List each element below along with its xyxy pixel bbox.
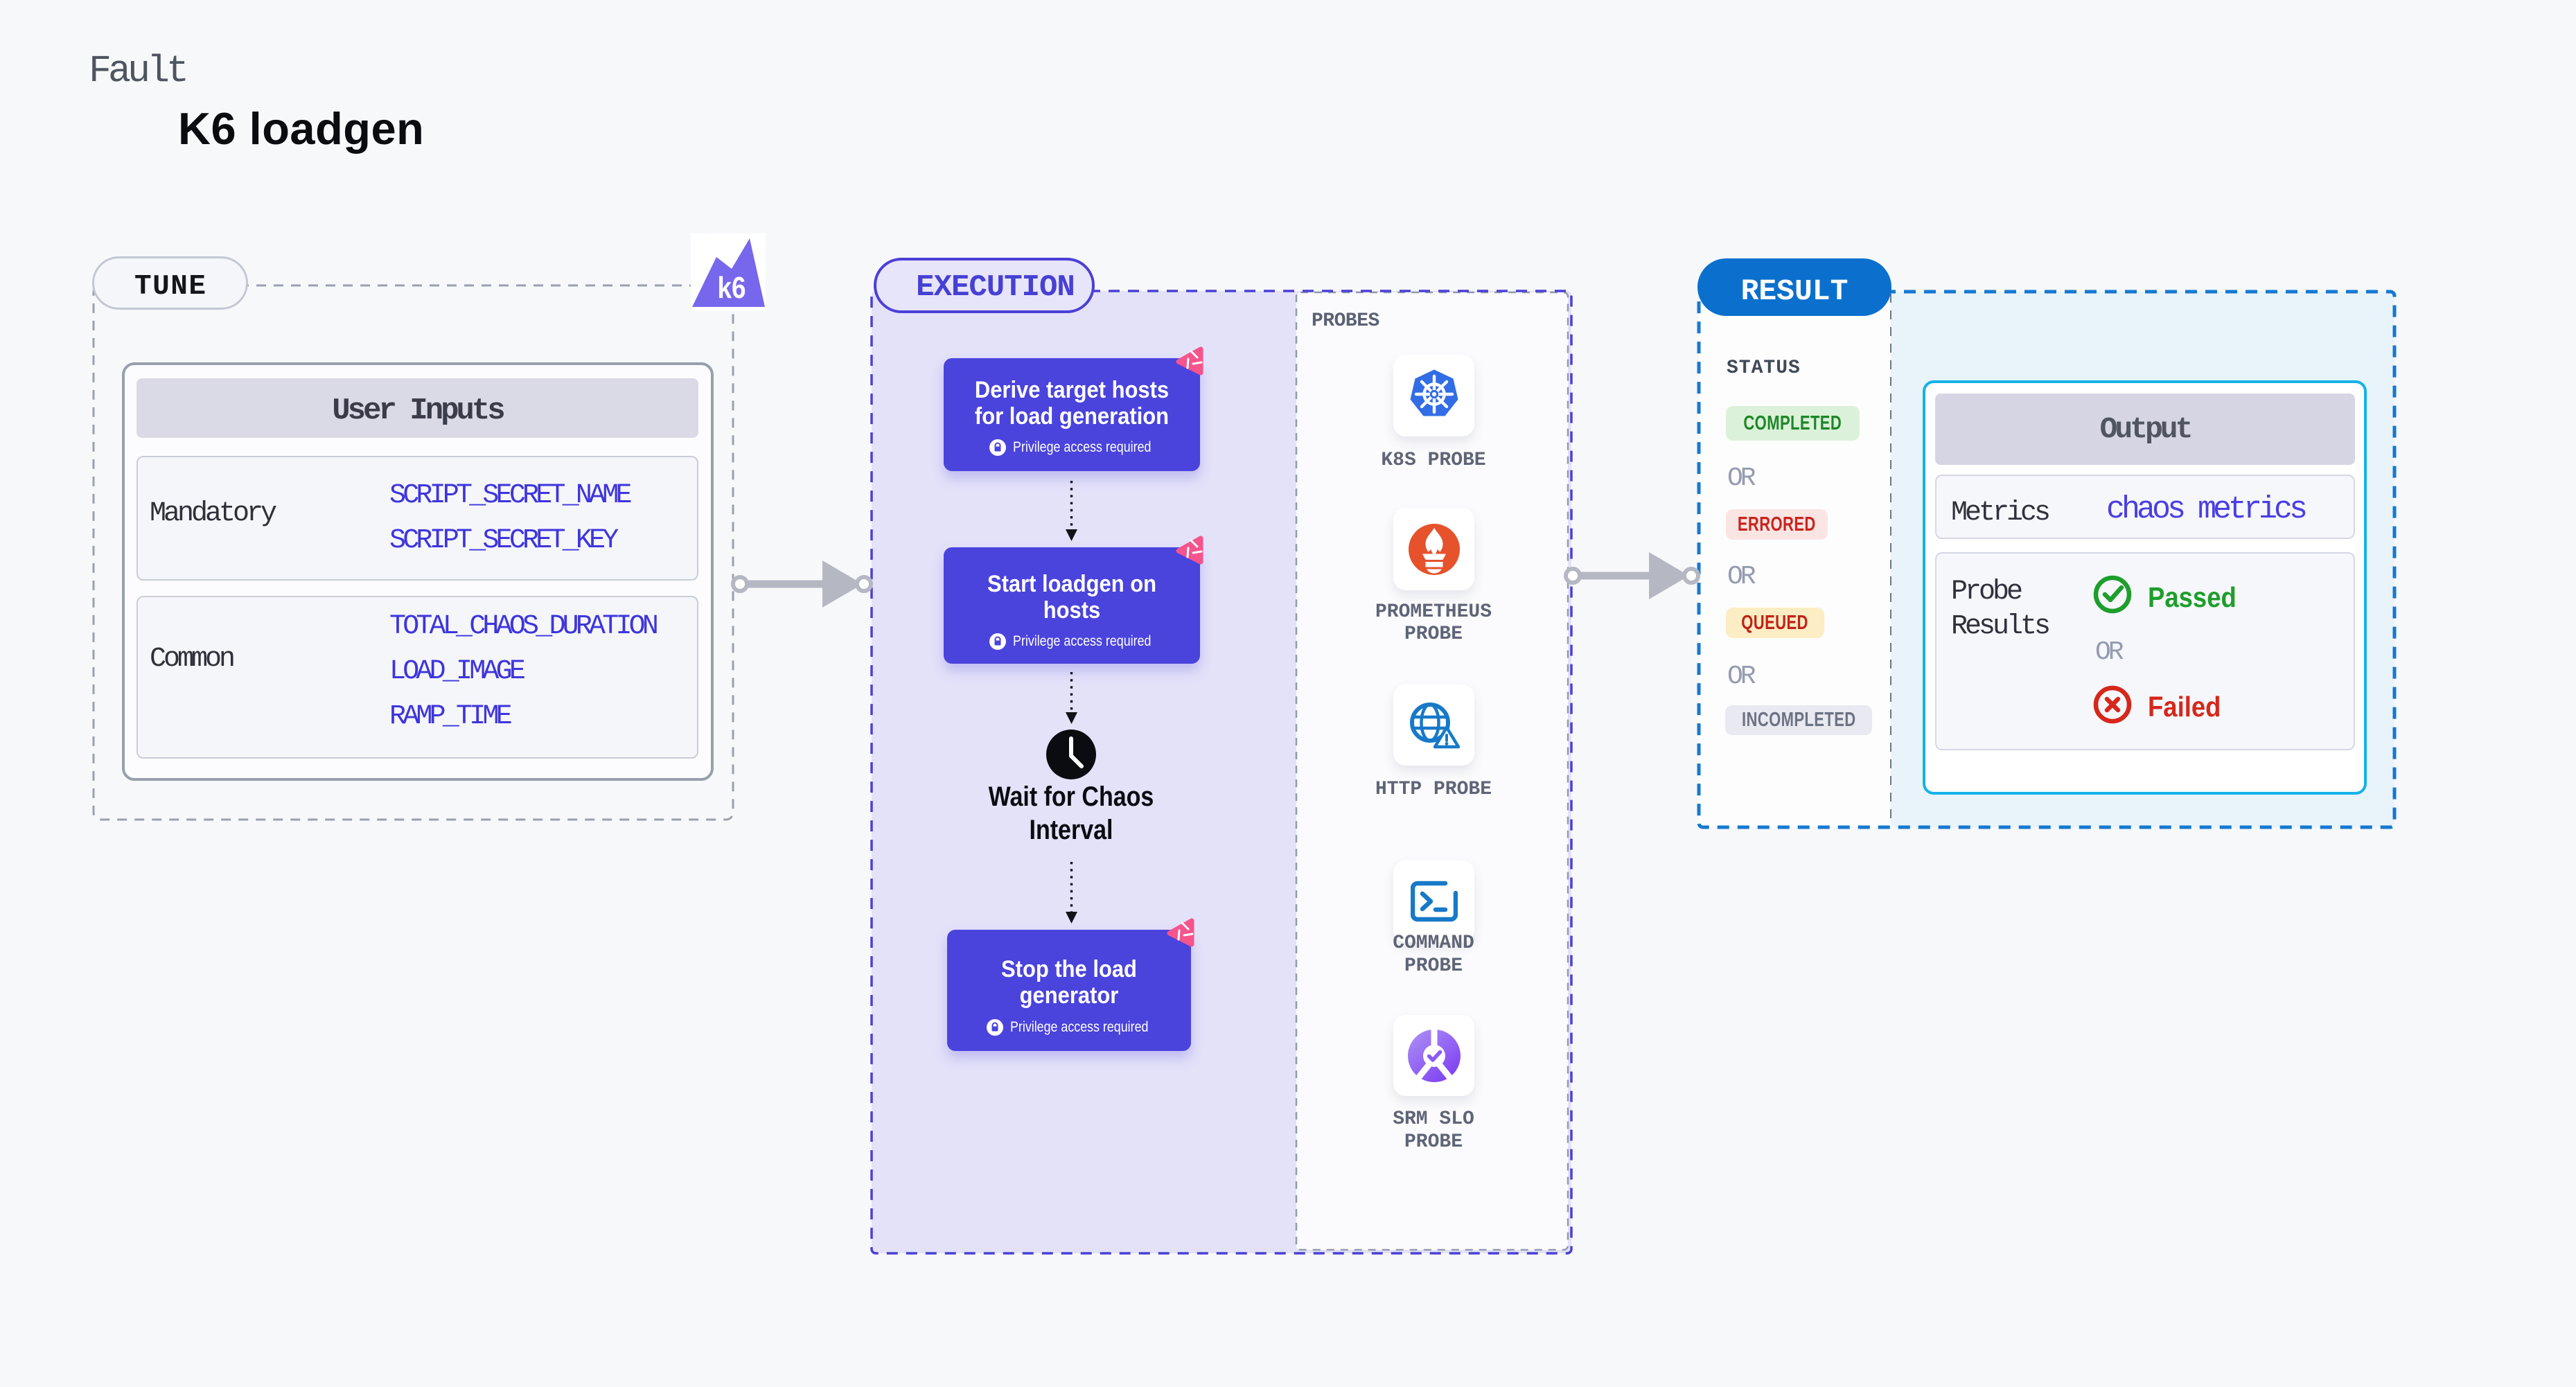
- svg-text:k6: k6: [718, 271, 746, 305]
